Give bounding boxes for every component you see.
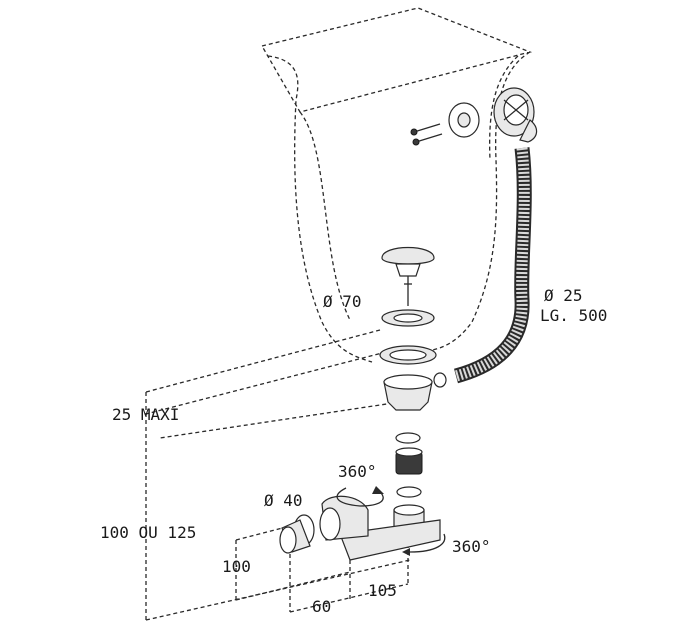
label-rotation-bottom: 360° xyxy=(452,537,491,556)
label-overflow-diameter: Ø 25 xyxy=(544,286,583,305)
overflow-hose xyxy=(433,147,532,388)
label-drain-diameter: Ø 70 xyxy=(323,292,362,311)
rotation-arrows xyxy=(336,486,446,556)
label-dim-105: 105 xyxy=(368,581,397,600)
label-overflow-length: LG. 500 xyxy=(540,306,607,325)
label-max-thickness: 25 MAXI xyxy=(112,405,179,424)
trap-assembly xyxy=(279,495,441,561)
label-dim-60: 60 xyxy=(312,597,331,616)
label-height-range: 100 OU 125 xyxy=(100,523,196,542)
label-rotation-top: 360° xyxy=(338,462,377,481)
drain-plug xyxy=(381,247,435,327)
bathtub-outline xyxy=(261,7,533,363)
label-outlet-height: 100 xyxy=(222,557,251,576)
drain-body xyxy=(379,345,437,498)
dimension-lines xyxy=(145,329,411,621)
overflow-head xyxy=(410,87,538,146)
label-outlet-diameter: Ø 40 xyxy=(264,491,303,510)
